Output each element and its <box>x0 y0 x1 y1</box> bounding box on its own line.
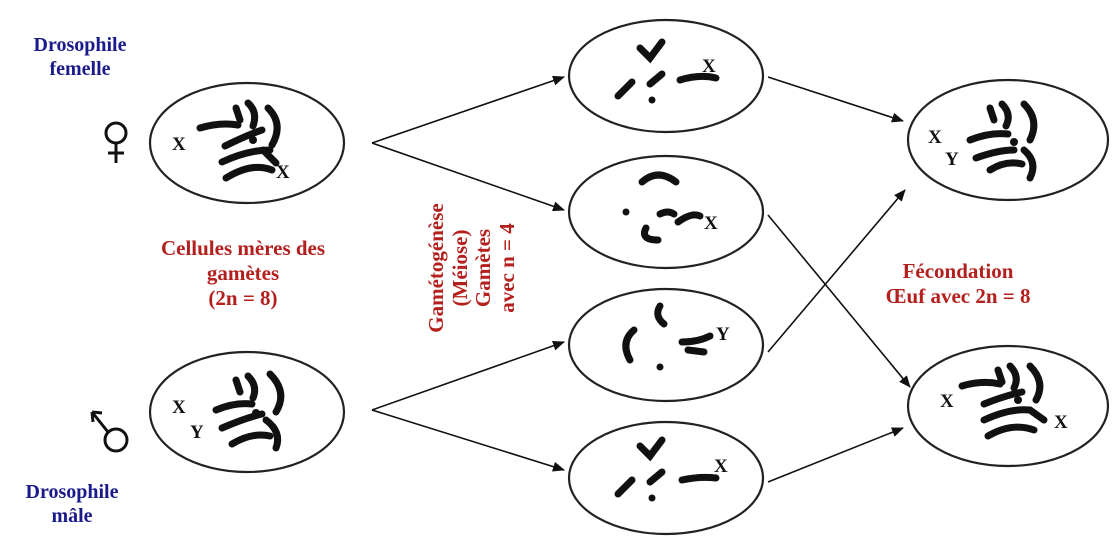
chromosome-label: Y <box>945 149 959 170</box>
mars-icon <box>90 410 129 453</box>
female-mother-cell: X X <box>148 81 346 205</box>
chromosome-label: X <box>928 127 942 148</box>
chromosome-label: X <box>276 162 290 183</box>
chromosome-label: X <box>940 391 954 412</box>
mother-cells-label: Cellules mères des gamètes (2n = 8) <box>108 236 378 310</box>
mother-cells-line: Cellules mères des <box>160 236 326 260</box>
female-label-line: femelle <box>49 57 111 80</box>
chromosome-label: X <box>172 134 186 155</box>
male-label-line: Drosophile <box>25 481 119 503</box>
female-label-line: Drosophile <box>33 34 127 56</box>
gamete-cell-2: X <box>567 154 765 270</box>
meiosis-line: avec n = 4 <box>494 223 519 313</box>
male-label: Drosophile mâle <box>12 481 132 528</box>
venus-icon <box>104 121 128 163</box>
chromosome-label: Y <box>190 422 204 443</box>
male-mother-cell: X Y <box>148 350 346 474</box>
chromosome-label: X <box>714 456 728 477</box>
fertilization-arrows <box>767 76 911 483</box>
chromosome-label: X <box>1054 412 1068 433</box>
meiosis-line: Gamètes <box>471 228 495 308</box>
fertilization-label: Fécondation Œuf avec 2n = 8 <box>838 259 1078 309</box>
gamete-cell-1: X <box>567 18 765 134</box>
chromosome-label: X <box>702 56 716 77</box>
fertilization-line: Fécondation <box>902 259 1014 283</box>
meiosis-line: Gamétogénèse <box>423 203 448 333</box>
egg-cell-xy: X Y <box>906 78 1110 202</box>
gamete-cell-3: Y <box>567 287 765 403</box>
fertilization-line: Œuf avec 2n = 8 <box>885 283 1031 308</box>
chromosome-label: X <box>704 213 718 234</box>
meiosis-label: Gamétogénèse (Méiose) Gamètes avec n = 4 <box>423 156 519 380</box>
chromosome-label: X <box>172 397 186 418</box>
female-label: Drosophile femelle <box>20 34 140 81</box>
male-label-line: mâle <box>51 504 93 527</box>
egg-cell-xx: X X <box>906 344 1110 468</box>
mother-cells-line: (2n = 8) <box>208 285 278 310</box>
meiosis-line: (Méiose) <box>447 229 472 307</box>
mother-cells-line: gamètes <box>206 260 280 285</box>
gamete-cell-4: X <box>567 420 765 536</box>
chromosome-label: Y <box>716 324 730 345</box>
meiosis-arrows <box>371 75 565 472</box>
